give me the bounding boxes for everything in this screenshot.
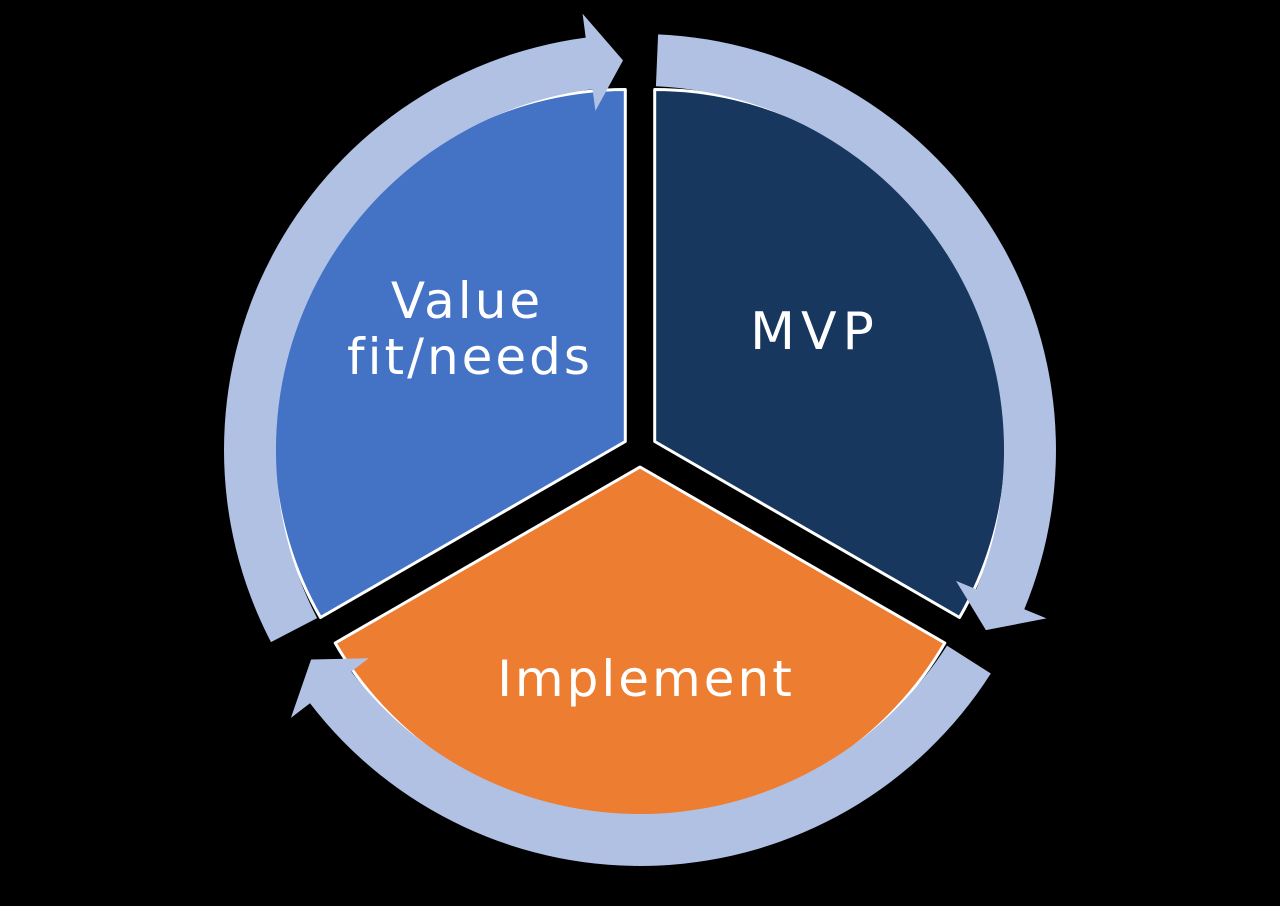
cycle-arrow-top-icon [224, 13, 623, 643]
segment-label-mvp: MVP [750, 302, 880, 362]
cycle-arrow-right-icon [655, 34, 1056, 631]
segment-label-implement: Implement [497, 650, 795, 708]
segment-label-value-line2: fit/needs [347, 328, 593, 386]
segment-label-value-line1: Value [391, 272, 543, 330]
cycle-arrow-bottom-icon [290, 645, 991, 866]
